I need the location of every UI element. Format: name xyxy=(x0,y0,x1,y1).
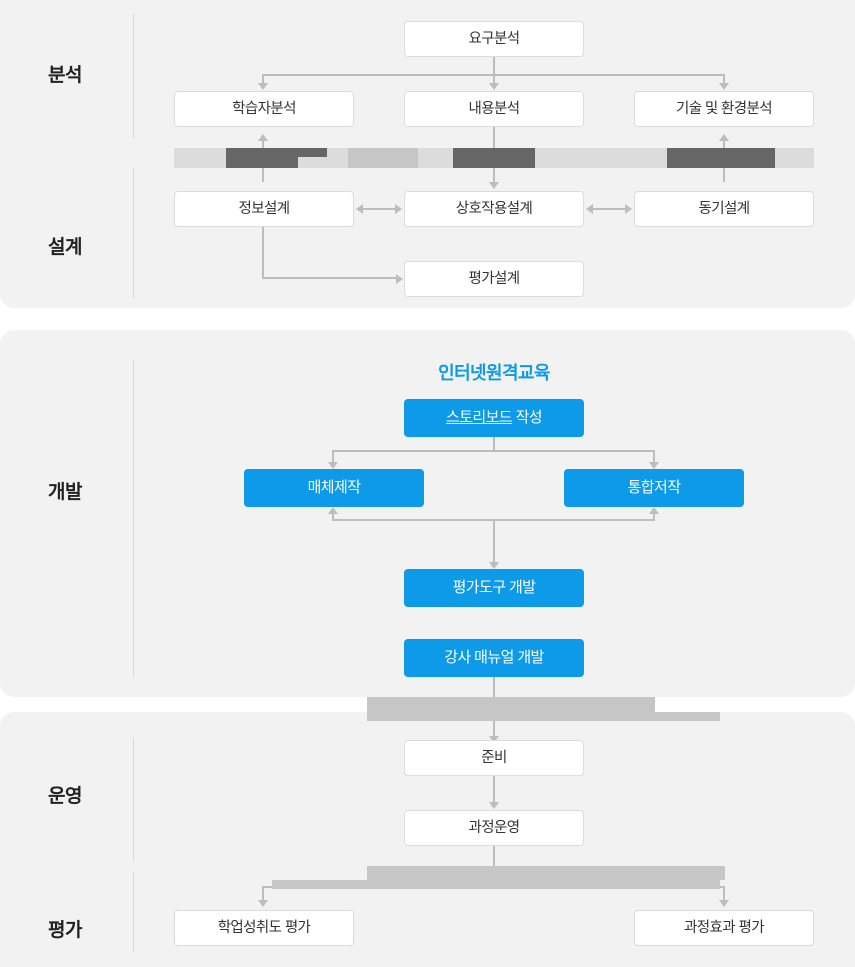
panel-development xyxy=(0,330,855,697)
selection-strip-2b xyxy=(367,712,720,721)
connector-tech-down xyxy=(723,74,725,83)
arrowhead-interaction-motivation-left xyxy=(586,204,593,214)
connector-info-to-evaluation xyxy=(262,277,396,279)
arrowhead-interaction-motivation-right xyxy=(625,204,632,214)
stage-label-design: 설계 xyxy=(48,237,82,258)
arrowhead-preparation xyxy=(489,736,499,743)
selection-strip-1d xyxy=(226,148,298,168)
selection-strip-1h xyxy=(667,148,723,157)
connector-media-up xyxy=(332,513,334,521)
node-course-effect-evaluation[interactable]: 과정효과 평가 xyxy=(634,910,814,946)
divider-operate xyxy=(133,738,134,860)
node-course-operation[interactable]: 과정운영 xyxy=(404,810,584,846)
divider-analysis xyxy=(133,14,134,138)
connector-interaction-motivation xyxy=(592,208,626,210)
node-evaluation-design[interactable]: 평가설계 xyxy=(404,261,584,297)
arrowhead-media-production-up xyxy=(328,507,338,514)
divider-evaluate xyxy=(133,872,134,952)
stage-label-operate: 운영 xyxy=(48,786,82,807)
arrowhead-evaluation-design xyxy=(396,274,403,284)
arrowhead-info-interaction-left xyxy=(356,204,363,214)
arrowhead-assessment-tool xyxy=(489,562,499,569)
connector-authoring-down xyxy=(653,450,655,462)
node-learner-analysis[interactable]: 학습자분석 xyxy=(174,91,354,127)
arrowhead-learner-analysis xyxy=(258,83,268,90)
connector-authoring-up xyxy=(653,513,655,521)
connector-info-down xyxy=(262,227,264,278)
selection-strip-1f xyxy=(453,148,535,168)
node-integrated-authoring[interactable]: 통합저작 xyxy=(564,469,744,507)
node-storyboard[interactable]: 스토리보드 작성 xyxy=(404,399,584,437)
connector-requirement-down xyxy=(493,57,495,75)
node-media-production[interactable]: 매체제작 xyxy=(244,469,424,507)
node-preparation[interactable]: 준비 xyxy=(404,740,584,776)
node-content-analysis[interactable]: 내용분석 xyxy=(404,91,584,127)
arrowhead-media-production xyxy=(328,462,338,469)
connector-storyboard-bus xyxy=(333,450,655,452)
selection-strip-1c xyxy=(348,148,418,168)
arrowhead-learner-analysis-up xyxy=(258,134,268,141)
selection-strip-3a xyxy=(367,866,725,880)
node-motivation-design[interactable]: 동기설계 xyxy=(634,191,814,227)
connector-media-down xyxy=(332,450,334,462)
node-achievement-evaluation[interactable]: 학업성취도 평가 xyxy=(174,910,354,946)
divider-develop xyxy=(133,360,134,676)
selection-strip-2a xyxy=(367,697,655,712)
arrowhead-achievement-evaluation xyxy=(258,900,268,907)
stage-label-analysis: 분석 xyxy=(48,65,82,86)
connector-content-down xyxy=(493,74,495,83)
connector-achievement-down xyxy=(262,886,264,900)
node-storyboard-label-underlined: 스토리보드 xyxy=(446,409,513,426)
arrowhead-course-effect-evaluation xyxy=(719,900,729,907)
arrowhead-content-analysis xyxy=(489,83,499,90)
arrowhead-tech-analysis xyxy=(719,83,729,90)
connector-preparation-to-course xyxy=(493,776,495,802)
arrowhead-course-operation xyxy=(489,802,499,809)
arrowhead-integrated-authoring-up xyxy=(649,507,659,514)
node-storyboard-label-plain: 작성 xyxy=(512,409,543,426)
node-requirement-analysis[interactable]: 요구분석 xyxy=(404,21,584,57)
arrowhead-interaction-design xyxy=(489,182,499,189)
arrowhead-integrated-authoring xyxy=(649,462,659,469)
stage-label-develop: 개발 xyxy=(48,482,82,503)
connector-course-effect-down xyxy=(723,886,725,900)
selection-strip-1e xyxy=(288,148,327,157)
selection-strip-3b xyxy=(272,880,720,889)
node-interaction-design[interactable]: 상호작용설계 xyxy=(404,191,584,227)
divider-design xyxy=(133,168,134,298)
connector-merge-to-assessment xyxy=(493,519,495,562)
arrowhead-tech-analysis-up xyxy=(719,134,729,141)
node-assessment-tool-dev[interactable]: 평가도구 개발 xyxy=(404,569,584,607)
node-information-design[interactable]: 정보설계 xyxy=(174,191,354,227)
section-title-internet-education: 인터넷원격교육 xyxy=(438,363,550,383)
node-tech-env-analysis[interactable]: 기술 및 환경분석 xyxy=(634,91,814,127)
arrowhead-info-interaction-right xyxy=(395,204,402,214)
node-instructor-manual-dev[interactable]: 강사 매뉴얼 개발 xyxy=(404,639,584,677)
connector-learner-down xyxy=(262,74,264,83)
connector-storyboard-down xyxy=(493,437,495,451)
connector-info-interaction xyxy=(362,208,396,210)
stage-label-evaluate: 평가 xyxy=(48,920,82,941)
